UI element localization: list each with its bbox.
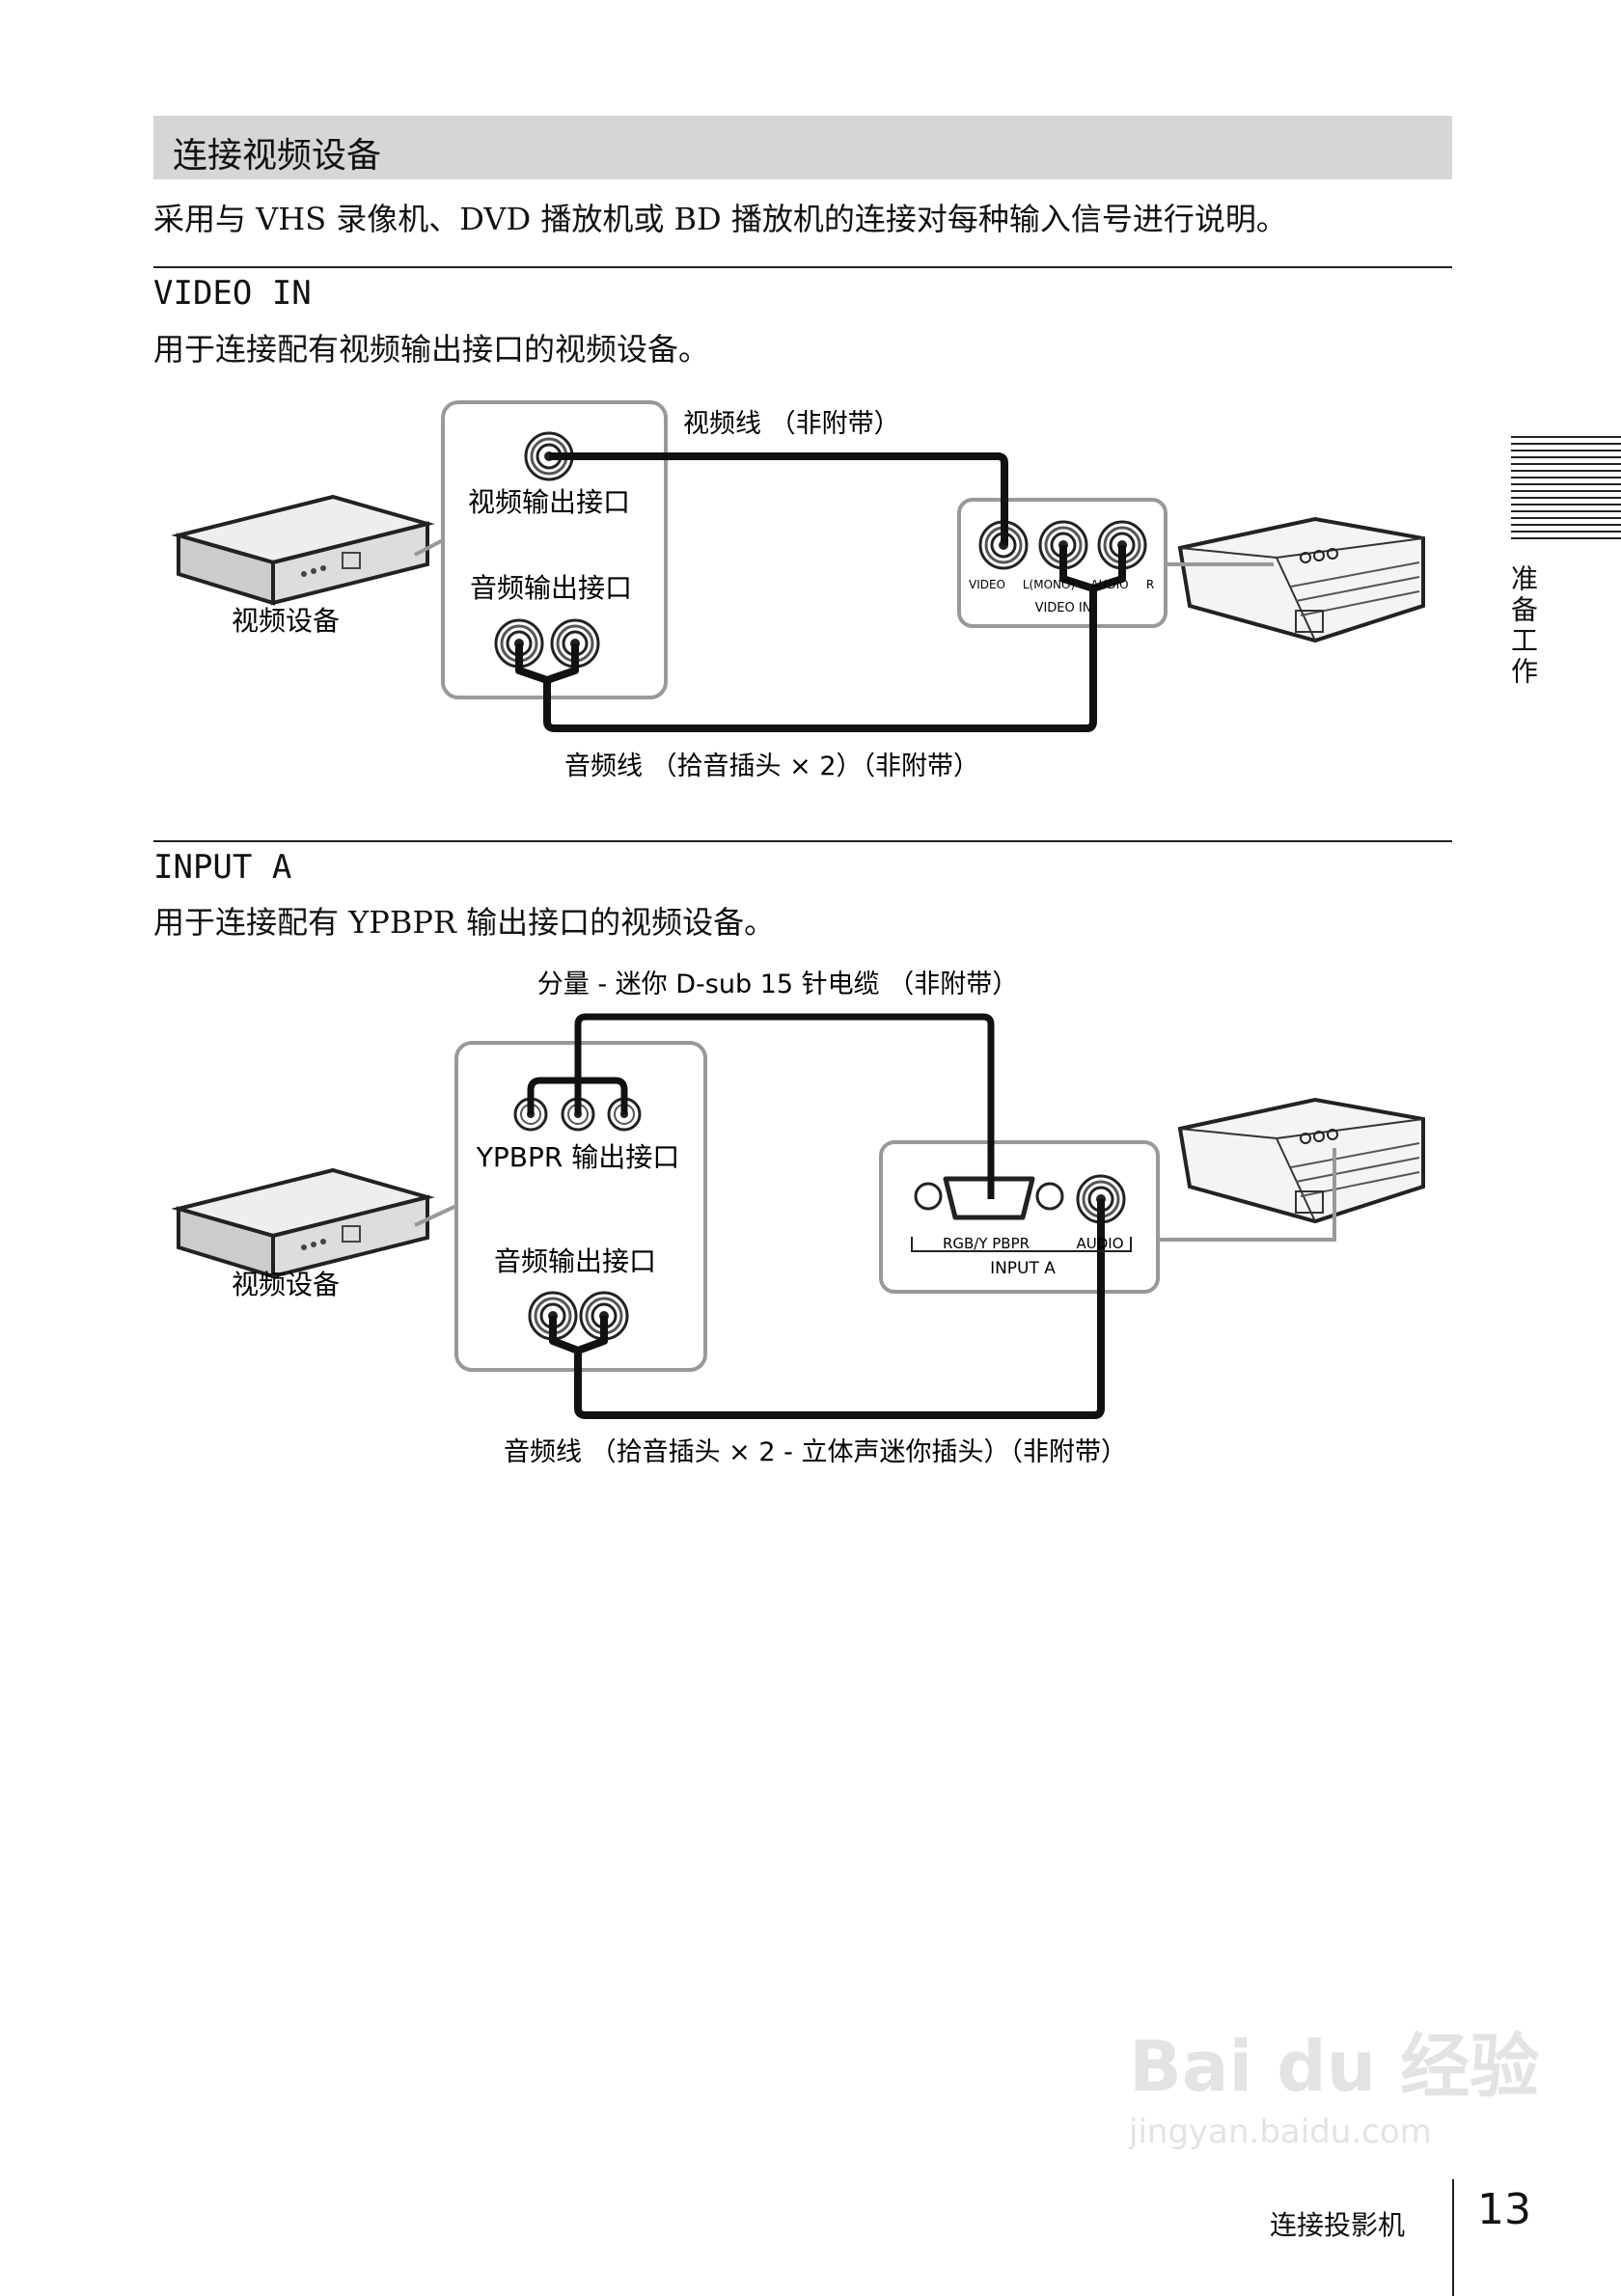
watermark-url: jingyan.baidu.com	[1129, 2113, 1432, 2151]
watermark-logo: Bai du 经验	[1129, 2026, 1540, 2107]
device-label: 视频设备	[232, 605, 340, 637]
panel-bracket	[911, 1237, 1132, 1252]
component-cable	[527, 1013, 995, 1199]
panel-audio-label: AUDIO	[1076, 1235, 1123, 1252]
component-cable-label: 分量 - 迷你 D-sub 15 针电缆 （非附带）	[537, 970, 1018, 999]
projector-illustration	[1178, 1098, 1425, 1223]
panel-video-label: VIDEO	[969, 578, 1005, 591]
chapter-tab-label: 准备工作	[1507, 564, 1539, 688]
projector-illustration	[1178, 517, 1425, 642]
chapter-tab-stripes	[1511, 436, 1621, 544]
panel-r-label: R	[1146, 578, 1154, 591]
input-a-diagram: 分量 - 迷你 D-sub 15 针电缆 （非附带） YPBPR 输出接口 音频…	[177, 970, 1425, 1467]
footer-divider	[1452, 2179, 1454, 2296]
panel-rgb-label: RGB/Y PBPR	[943, 1235, 1030, 1252]
audio-out-label: 音频输出接口	[494, 1245, 656, 1277]
panel-group-label: INPUT A	[990, 1259, 1056, 1278]
callout-line	[414, 538, 444, 557]
video-in-heading: VIDEO IN	[153, 274, 312, 313]
input-a-heading: INPUT A	[153, 848, 292, 887]
video-device-illustration	[177, 1168, 429, 1278]
video-cable-label: 视频线 （非附带）	[683, 409, 900, 439]
device-output-callout	[441, 400, 668, 699]
ypbpr-out-label: YPBPR 输出接口	[476, 1141, 679, 1173]
panel-group-label: VIDEO IN	[1035, 601, 1092, 615]
section-title: 连接视频设备	[173, 136, 382, 176]
input-a-description: 用于连接配有 YPBPR 输出接口的视频设备。	[153, 904, 776, 941]
audio-cable-label: 音频线 （拾音插头 × 2 - 立体声迷你插头）（非附带）	[504, 1437, 1127, 1467]
audio-out-label: 音频输出接口	[470, 572, 632, 604]
panel-lmono-label: L(MONO)	[1023, 578, 1075, 591]
video-in-diagram: 视频线 （非附带） 视频输出接口 音频输出接口 视频设备 VIDEO L(MON…	[177, 400, 1425, 781]
footer-chapter-title: 连接投影机	[1270, 2209, 1406, 2241]
video-device-illustration	[177, 495, 429, 605]
callout-line	[414, 1204, 457, 1227]
callout-line	[1158, 1148, 1336, 1242]
video-in-description: 用于连接配有视频输出接口的视频设备。	[153, 331, 710, 368]
audio-cable	[549, 1199, 1105, 1419]
page-number: 13	[1477, 2185, 1531, 2234]
section-title-bar: 连接视频设备	[153, 116, 1452, 179]
intro-text: 采用与 VHS 录像机、DVD 播放机或 BD 播放机的连接对每种输入信号进行说…	[153, 201, 1287, 237]
audio-cable	[515, 545, 1126, 732]
video-out-label: 视频输出接口	[468, 486, 630, 518]
divider	[153, 266, 1452, 268]
video-cable	[549, 452, 1008, 545]
audio-cable-label: 音频线 （拾音插头 × 2）（非附带）	[564, 752, 979, 781]
divider	[153, 840, 1452, 842]
panel-audio-label: AUDIO	[1090, 578, 1128, 591]
device-label: 视频设备	[232, 1269, 340, 1300]
